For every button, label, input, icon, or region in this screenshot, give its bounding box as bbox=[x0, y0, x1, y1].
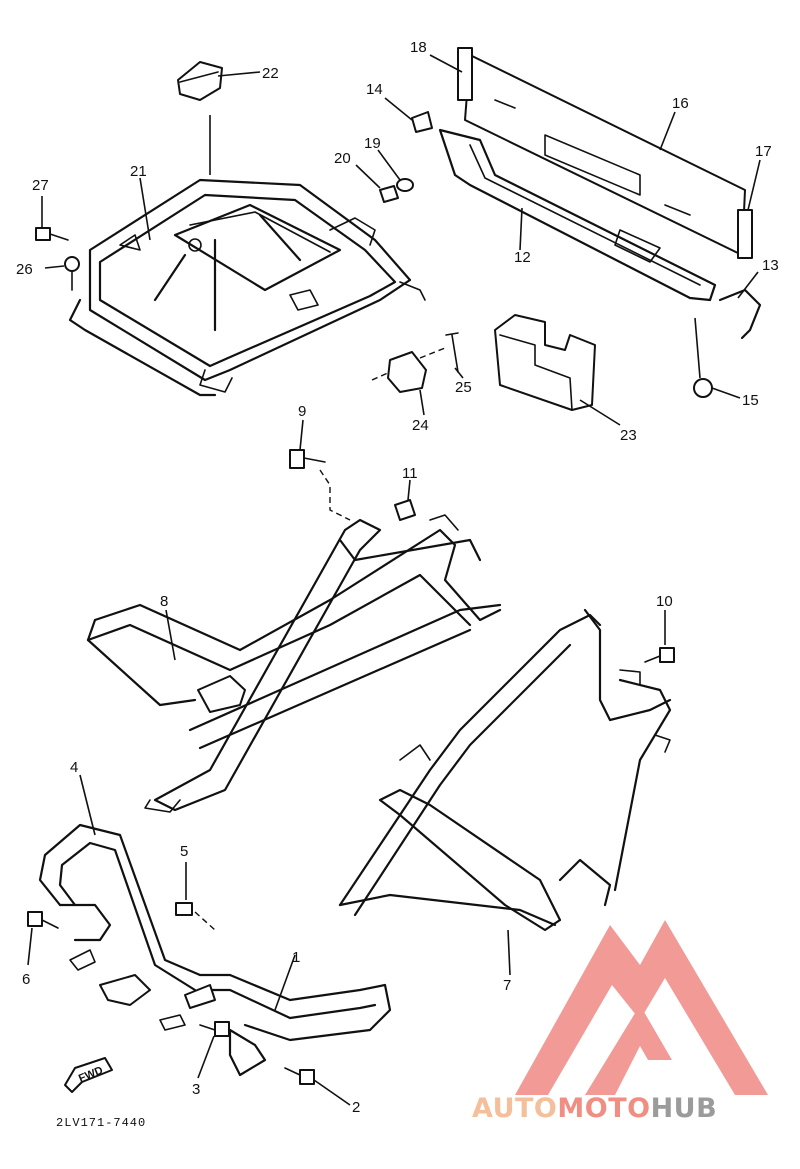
watermark-triangle bbox=[515, 920, 768, 1095]
part-5-bolt bbox=[175, 902, 216, 931]
callout-18: 18 bbox=[410, 39, 427, 56]
callout-22: 22 bbox=[262, 65, 279, 82]
callout-21: 21 bbox=[130, 163, 147, 180]
part-4-front-bar bbox=[38, 823, 202, 1006]
callout-9: 9 bbox=[298, 403, 306, 420]
part-3-bolt bbox=[199, 1021, 230, 1037]
part-12-bracket bbox=[438, 128, 717, 302]
callout-11: 11 bbox=[402, 465, 418, 482]
part-22-rubber-pad bbox=[177, 61, 223, 101]
callout-25: 25 bbox=[455, 379, 472, 396]
callout-1: 1 bbox=[292, 949, 300, 966]
part-10-bolt bbox=[644, 647, 675, 663]
callout-2: 2 bbox=[352, 1099, 360, 1116]
diagram-code: 2LV171-7440 bbox=[56, 1116, 146, 1130]
part-16-board bbox=[464, 54, 746, 256]
callout-12: 12 bbox=[514, 249, 531, 266]
part-8-side-frame bbox=[86, 514, 502, 813]
callout-4: 4 bbox=[70, 759, 78, 776]
leader-lines bbox=[27, 54, 761, 1106]
watermark-logo bbox=[515, 920, 768, 1095]
callout-14: 14 bbox=[366, 81, 383, 98]
part-20-nut bbox=[379, 185, 399, 203]
watermark-moto: MOTO bbox=[557, 1093, 650, 1124]
part-13-clip bbox=[718, 288, 762, 340]
callout-20: 20 bbox=[334, 150, 351, 167]
part-1-bumper bbox=[159, 973, 392, 1077]
callout-24: 24 bbox=[412, 417, 429, 434]
callout-23: 23 bbox=[620, 427, 637, 444]
callout-8: 8 bbox=[160, 593, 168, 610]
callout-19: 19 bbox=[364, 135, 381, 152]
callout-5: 5 bbox=[180, 843, 188, 860]
part-26-bolt bbox=[64, 256, 80, 291]
part-6-bolt bbox=[27, 911, 59, 929]
callout-10: 10 bbox=[656, 593, 673, 610]
callout-16: 16 bbox=[672, 95, 689, 112]
watermark-auto: AUTO bbox=[472, 1093, 557, 1124]
part-17-end-cap bbox=[737, 209, 753, 259]
callout-27: 27 bbox=[32, 177, 49, 194]
part-25-screw bbox=[419, 332, 459, 373]
callout-17: 17 bbox=[755, 143, 772, 160]
callout-15: 15 bbox=[742, 392, 759, 409]
callout-6: 6 bbox=[22, 971, 30, 988]
fwd-arrow-icon: FWD bbox=[64, 1057, 113, 1093]
watermark-hub: HUB bbox=[651, 1093, 718, 1124]
part-11-nut bbox=[394, 499, 416, 521]
watermark-triangle-inner bbox=[585, 1005, 672, 1095]
part-7-side-frame bbox=[338, 608, 672, 932]
part-21-rear-rack-frame bbox=[68, 178, 426, 397]
callout-numbers: 22 21 27 26 18 16 17 14 19 20 12 13 15 2… bbox=[16, 39, 779, 1116]
callout-7: 7 bbox=[503, 977, 511, 994]
part-14-nut bbox=[411, 111, 433, 133]
part-2-bolt bbox=[284, 1067, 315, 1085]
callout-13: 13 bbox=[762, 257, 779, 274]
part-18-end-cap bbox=[457, 47, 473, 101]
callout-26: 26 bbox=[16, 261, 33, 278]
part-9-bolt bbox=[289, 449, 351, 521]
part-15-bolt bbox=[693, 378, 713, 398]
part-27-bolt bbox=[35, 227, 69, 241]
callout-3: 3 bbox=[192, 1081, 200, 1098]
watermark-text: AUTOMOTOHUB bbox=[472, 1093, 717, 1124]
part-19-washer bbox=[396, 178, 414, 192]
part-23-block bbox=[494, 314, 596, 411]
part-24-bracket bbox=[371, 351, 427, 393]
